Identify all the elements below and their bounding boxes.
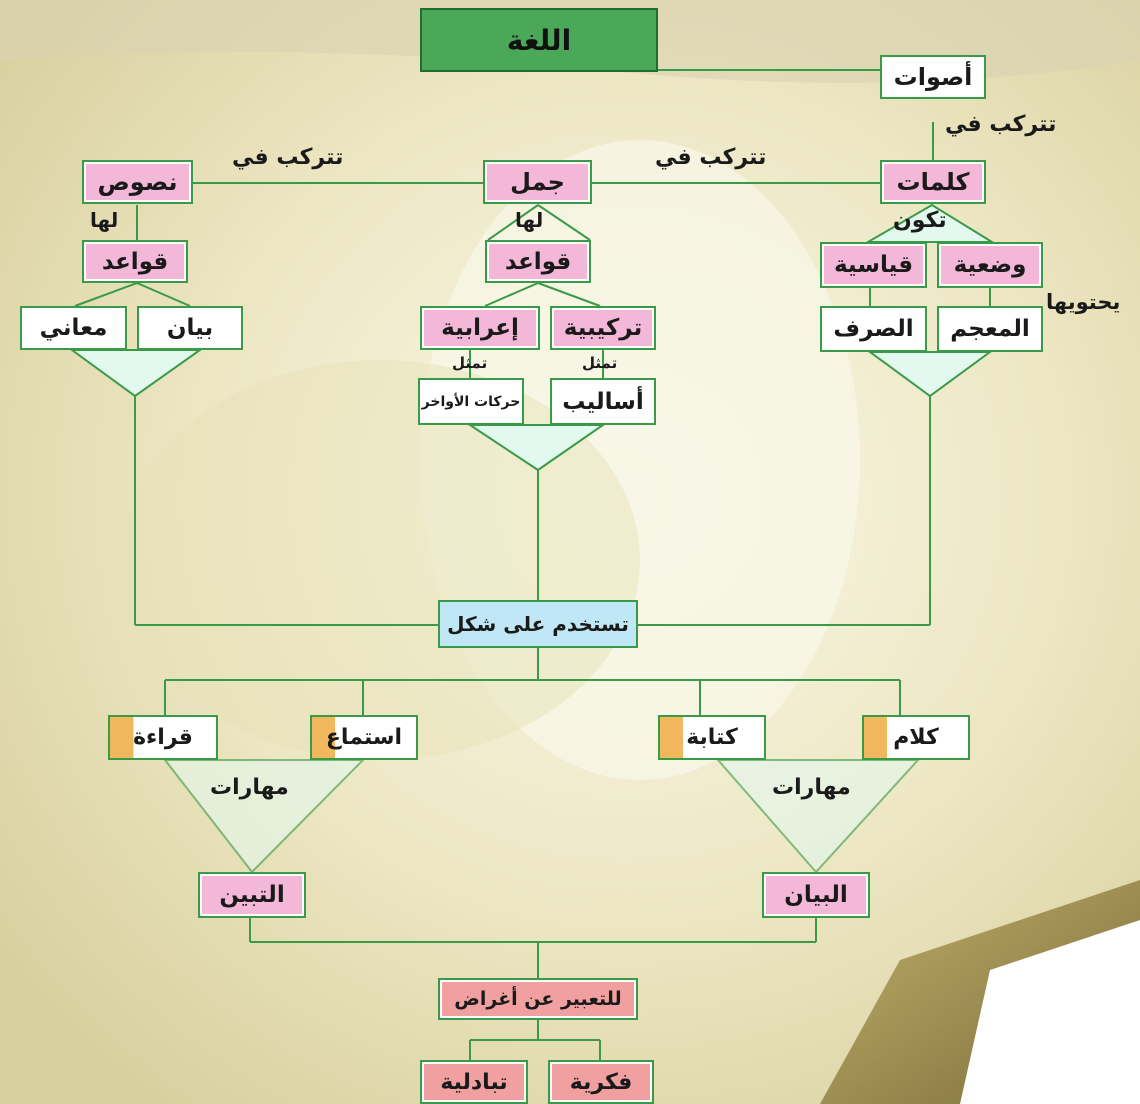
node-words: كلمات [880,160,986,204]
label-consists: تكون [893,208,947,233]
node-irabiya: إعرابية [420,306,540,350]
node-bayan-rhetoric: بيان [137,306,243,350]
label-represents-irabiya: تمثل [452,354,488,372]
node-texts: نصوص [82,160,193,204]
label-skills-left: مهارات [210,775,289,800]
node-rules-texts: قواعد [82,240,188,283]
node-harakat: حركات الأواخر [418,378,524,425]
label-composed-in-sounds: تتركب في [945,112,1057,137]
label-has-sentences: لها [515,208,544,232]
node-rules-sentences: قواعد [485,240,591,283]
node-maani: معاني [20,306,127,350]
node-sentences: جمل [483,160,592,204]
node-exchange: تبادلية [420,1060,528,1104]
node-usage: تستخدم على شكل [438,600,638,648]
node-reading: قراءة [108,715,218,760]
node-purposes: للتعبير عن أغراض [438,978,638,1020]
label-composed-in-sentences: تتركب في [232,145,344,170]
node-sounds: أصوات [880,55,986,99]
node-albayan: البيان [762,872,870,918]
node-asalib: أساليب [550,378,656,425]
node-muajam: المعجم [937,306,1043,352]
node-speaking: كلام [862,715,970,760]
node-wadiya: وضعية [937,242,1043,288]
label-has-texts: لها [90,208,119,232]
node-writing: كتابة [658,715,766,760]
label-composed-in-words: تتركب في [655,145,767,170]
node-sarf: الصرف [820,306,927,352]
node-tarkibiya: تركيبية [550,306,656,350]
label-contains: يحتويها [1046,290,1121,314]
node-qiyasiya: قياسية [820,242,927,288]
node-listening: استماع [310,715,418,760]
label-skills-right: مهارات [772,775,851,800]
root-node-language: اللغة [420,8,658,72]
node-tabayyun: التبين [198,872,306,918]
node-intellectual: فكرية [548,1060,654,1104]
label-represents-tarkibiya: تمثل [582,354,618,372]
